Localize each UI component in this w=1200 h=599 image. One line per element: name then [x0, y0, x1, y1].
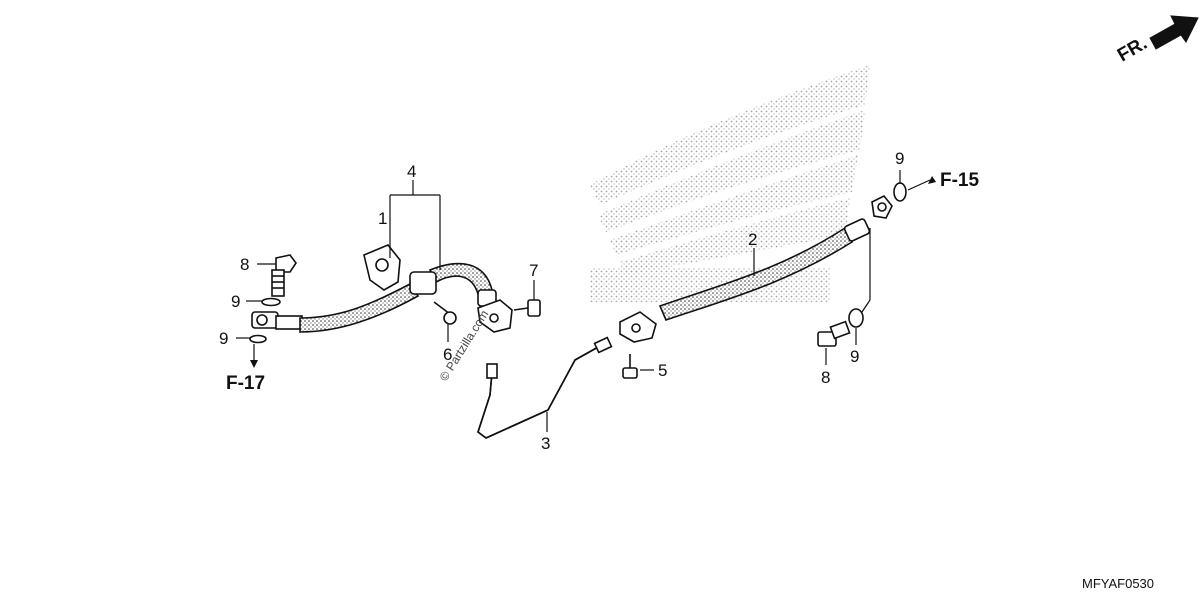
callout-3: 3: [541, 434, 550, 453]
sealing-washer-lower-left[interactable]: [249, 334, 267, 344]
callout-5: 5: [658, 361, 667, 380]
pipe-flare-nut-left: [486, 363, 498, 379]
callout-8-right: 8: [821, 368, 830, 387]
brake-hose-4[interactable]: [299, 282, 420, 333]
banjo-bolt-right[interactable]: [817, 320, 851, 347]
callout-9-upper-left: 9: [231, 292, 240, 311]
honda-wing-icon: [590, 65, 870, 302]
drawing-code: MFYAF0530: [1082, 576, 1154, 591]
sealing-washer-lower-right[interactable]: [848, 308, 864, 328]
bolt-7[interactable]: [513, 299, 541, 317]
callout-8-left: 8: [240, 255, 249, 274]
callout-6: 6: [443, 345, 452, 364]
sealing-washer-upper-right[interactable]: [893, 182, 907, 202]
callout-9-lower-right: 9: [850, 347, 859, 366]
direction-label: FR.: [1114, 33, 1151, 66]
callout-9-lower-left: 9: [219, 329, 228, 348]
hose-collar: [409, 271, 437, 295]
callout-1: 1: [378, 209, 387, 228]
brake-hose-2[interactable]: [658, 226, 854, 321]
reference-f15[interactable]: F-15: [940, 170, 980, 191]
sealing-washer-upper-left[interactable]: [261, 297, 281, 307]
banjo-fitting-right: [871, 194, 893, 219]
bolt-6[interactable]: [433, 301, 457, 325]
banjo-fitting-left: [251, 311, 303, 330]
callout-4: 4: [407, 162, 416, 181]
brake-pipe-3[interactable]: [477, 345, 601, 439]
hose-2-end-fitting: [843, 218, 871, 242]
joint-block: [619, 311, 657, 343]
bolt-5[interactable]: [622, 354, 638, 379]
pipe-flare-nut-right: [593, 336, 613, 354]
callout-9-top-right: 9: [895, 149, 904, 168]
banjo-bolt-left[interactable]: [271, 254, 297, 297]
callout-7: 7: [529, 261, 538, 280]
reference-f17[interactable]: F-17: [226, 373, 265, 394]
front-direction-arrow: FR.: [1114, 15, 1199, 66]
arrow-right-icon: [1149, 15, 1199, 50]
hose-bracket: [477, 299, 513, 333]
callout-2: 2: [748, 230, 757, 249]
hose-clamp-1[interactable]: [363, 244, 401, 291]
